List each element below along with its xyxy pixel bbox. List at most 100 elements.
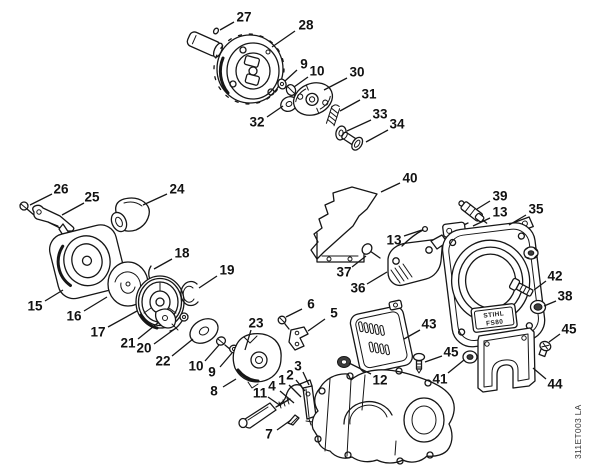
callout-leader-10 (293, 76, 309, 88)
callout-number-13: 13 (492, 205, 508, 220)
screw-part-26 (19, 201, 35, 216)
washer-part-9-top (277, 78, 287, 90)
callout-number-17: 17 (90, 325, 105, 340)
callout-leader-41 (447, 359, 465, 374)
callout-leader-23 (244, 329, 252, 351)
grommet-part-12 (337, 356, 351, 368)
pin-part-27 (212, 27, 220, 35)
callout-number-20: 20 (136, 341, 151, 356)
callout-number-10: 10 (309, 64, 324, 79)
callout-number-3: 3 (294, 359, 302, 374)
screw-part-45-left (412, 352, 426, 374)
callout-number-28: 28 (298, 18, 314, 33)
callout-number-23: 23 (248, 316, 264, 331)
shroud-part-40 (310, 186, 378, 263)
callout-number-9: 9 (300, 57, 308, 72)
callout-leader-36 (366, 271, 388, 285)
callout-leader-7 (276, 419, 292, 431)
spring-part-31 (325, 104, 341, 127)
callout-number-45: 45 (443, 345, 459, 360)
callout-leader-21 (137, 321, 160, 340)
callout-leader-44 (532, 367, 547, 380)
spark-plug-part-39 (458, 200, 488, 224)
callout-number-34: 34 (389, 117, 405, 132)
callout-leader-24 (142, 193, 168, 206)
bracket-part-44 (477, 327, 536, 393)
callout-number-31: 31 (361, 87, 377, 102)
callout-leader-16 (83, 296, 108, 312)
screw-part-10-bottom (215, 336, 232, 351)
callout-number-27: 27 (236, 10, 251, 25)
callout-leader-34 (365, 129, 389, 143)
callout-leader-12 (348, 362, 372, 375)
callout-number-12: 12 (372, 373, 387, 388)
callout-number-21: 21 (120, 336, 136, 351)
washer-part-22 (189, 318, 219, 344)
callout-number-38: 38 (557, 289, 573, 304)
muffler-part-43 (349, 299, 414, 374)
callout-leader-5 (307, 318, 326, 332)
callout-leader-13 (403, 229, 423, 237)
callout-leader-18 (153, 258, 173, 270)
fan-housing-part-35: STIHL FS80 (441, 216, 546, 348)
callout-number-10: 10 (188, 359, 203, 374)
callout-leader-15 (44, 289, 64, 302)
callout-leader-3 (302, 371, 310, 386)
callout-number-36: 36 (350, 281, 366, 296)
switch-shaft-spring-part-4 (275, 397, 291, 409)
crank-stub-cylinder-part (186, 31, 224, 58)
callout-number-7: 7 (265, 427, 273, 442)
clutch-part-30 (292, 82, 334, 116)
crankcase-part (311, 367, 455, 465)
callout-leader-42 (533, 280, 547, 291)
callout-leader-37 (351, 255, 367, 268)
switch-knob-part-11 (238, 402, 277, 429)
callout-leader-19 (198, 275, 218, 289)
callout-number-24: 24 (169, 182, 185, 197)
model-plate-model: FS80 (486, 318, 504, 327)
callout-number-15: 15 (27, 299, 43, 314)
callout-number-19: 19 (219, 263, 234, 278)
callout-number-44: 44 (547, 377, 563, 392)
callout-leader-22 (171, 338, 194, 357)
callout-leader-39 (476, 200, 491, 210)
callout-leader-1 (288, 384, 302, 398)
callout-number-40: 40 (402, 171, 417, 186)
bolt-part-42 (508, 277, 534, 297)
callout-number-22: 22 (155, 354, 170, 369)
callout-leader-11 (267, 396, 282, 407)
callout-leader-43 (403, 329, 421, 340)
callout-number-43: 43 (421, 317, 437, 332)
callout-leader-2 (295, 379, 306, 392)
clip-part-19 (180, 280, 199, 307)
callout-leader-40 (380, 182, 401, 193)
callout-number-13: 13 (386, 233, 402, 248)
callout-number-1: 1 (278, 373, 286, 388)
nut-part-38 (529, 299, 547, 315)
model-plate: STIHL FS80 (470, 303, 518, 333)
callout-leader-38 (543, 300, 557, 307)
callout-number-42: 42 (547, 269, 562, 284)
screw-part-6 (277, 315, 290, 330)
callout-number-26: 26 (53, 182, 69, 197)
callout-leader-45 (548, 333, 561, 343)
callout-number-9: 9 (208, 365, 216, 380)
callout-leader-33 (346, 119, 372, 132)
callout-leader-45 (424, 355, 443, 363)
hex-nut-part (523, 246, 539, 260)
callout-leader-17 (107, 310, 138, 328)
document-code: 311ET003 LA (573, 404, 583, 459)
callout-number-37: 37 (336, 265, 351, 280)
bolt-part-34 (341, 131, 364, 151)
callout-number-4: 4 (268, 379, 276, 394)
callout-number-30: 30 (349, 65, 364, 80)
callout-leader-6 (285, 308, 303, 318)
callout-leader-13 (472, 217, 491, 227)
callout-leader-27 (219, 21, 235, 31)
callout-leader-30 (323, 77, 348, 91)
flywheel-part-28 (213, 33, 285, 105)
callout-leader-20 (153, 327, 177, 345)
